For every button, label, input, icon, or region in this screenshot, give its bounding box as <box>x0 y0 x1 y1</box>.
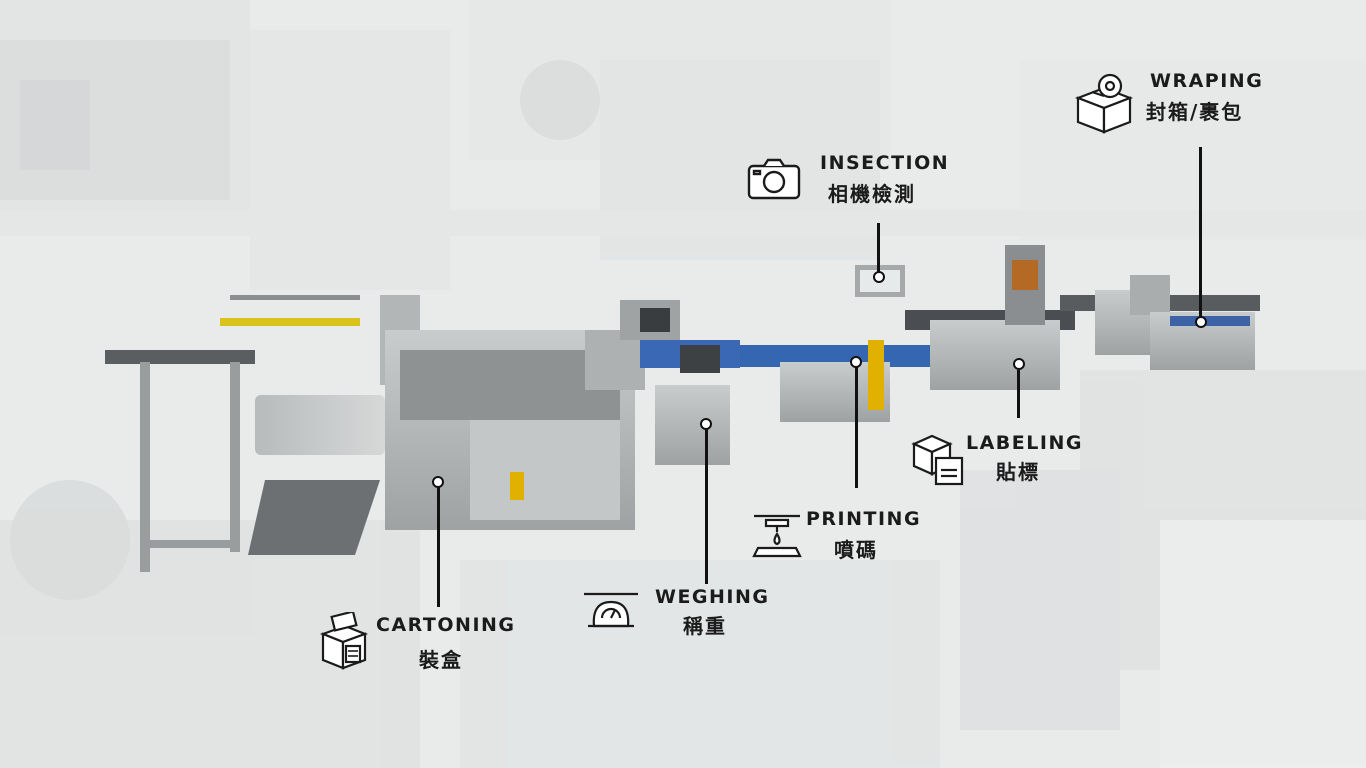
weighing-en-label: WEGHING <box>655 586 770 608</box>
labeling-label: LABELING 貼標 <box>966 432 1086 485</box>
weighing-label: WEGHING 稱重 <box>655 586 770 639</box>
label-boxes-icon <box>911 434 964 486</box>
labeling-leader-line <box>1017 370 1020 418</box>
labeling-en-label: LABELING <box>966 432 1083 454</box>
printing-zh-label: 噴碼 <box>834 538 878 562</box>
labeling-zh-label: 貼標 <box>996 460 1040 484</box>
weighing-leader-line <box>705 428 708 584</box>
camera-icon <box>747 158 801 200</box>
inspection-en-label: INSECTION <box>820 152 950 174</box>
weighing-marker <box>700 418 712 430</box>
wrapping-en-label: WRAPING <box>1150 70 1264 92</box>
wrapping-zh-label: 封箱/裹包 <box>1146 100 1244 124</box>
tape-box-icon <box>1074 73 1134 134</box>
cartoning-en-label: CARTONING <box>376 614 516 636</box>
cartoning-leader-line <box>437 485 440 607</box>
inkjet-printer-icon <box>752 514 802 558</box>
wrapping-label: WRAPING 封箱/裹包 <box>1146 70 1276 125</box>
inspection-label: INSECTION 相機檢測 <box>820 152 950 207</box>
inspection-zh-label: 相機檢測 <box>828 182 916 206</box>
labeling-marker <box>1013 358 1025 370</box>
weighing-zh-label: 稱重 <box>683 614 727 638</box>
cartoning-label: CARTONING 裝盒 <box>376 614 516 673</box>
carton-box-icon <box>319 612 369 670</box>
printing-en-label: PRINTING <box>806 508 922 530</box>
printing-leader-line <box>855 366 858 488</box>
cartoning-marker <box>432 476 444 488</box>
printing-marker <box>850 356 862 368</box>
inspection-leader-line <box>877 223 880 273</box>
wrapping-marker <box>1195 316 1207 328</box>
printing-label: PRINTING 噴碼 <box>806 508 922 563</box>
wrapping-leader-line <box>1199 147 1202 317</box>
scale-icon <box>584 592 638 628</box>
cartoning-zh-label: 裝盒 <box>419 648 463 672</box>
inspection-marker <box>873 271 885 283</box>
